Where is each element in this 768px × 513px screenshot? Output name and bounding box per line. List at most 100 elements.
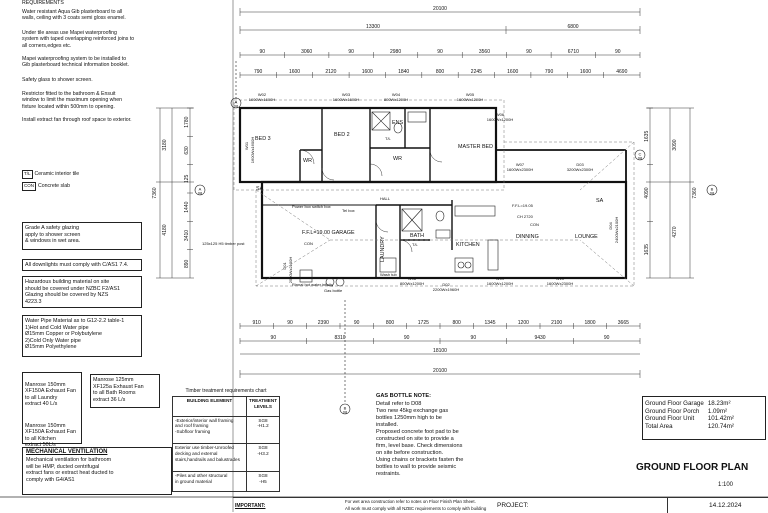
window-size: 1600Wx1600H [250,137,255,164]
note-restrictor: Restrictor fitted to the bathroom & Ensu… [22,91,123,110]
dim-bottom-chain-value: 2100 [551,320,562,326]
room-bed3: BED 3 [255,136,271,142]
sheet-date: 14.12.2024 [709,502,742,509]
building-walls [238,106,628,280]
window-size: 1600Wx1200H [487,281,514,286]
dim-right-3: 7360 [692,187,698,198]
project-label: PROJECT: [497,502,529,509]
smoke-alarm-1: SA [256,186,264,192]
section-c-right [634,149,646,161]
mech-vent-body: Mechanical ventilation for bathroom will… [26,457,114,483]
window-tag: W02 [258,92,267,97]
section-sheet: 08 [343,410,348,415]
wash-tub-label: Wash tub [380,272,398,277]
dim-top-chain-value: 4690 [616,69,627,75]
plan-scale: 1:100 [718,482,734,488]
dim-bottom-sub: 18100 [433,348,447,354]
dim-left-2: 7360 [152,187,158,198]
vanity-bath [435,229,451,239]
dim-top-chain-value: 1600 [507,69,518,75]
window-tag: W07 [516,162,525,167]
title-strip: IMPORTANT: For wet area construction ref… [233,497,768,513]
dim-left-inner-value: 125 [184,174,190,183]
dim-right-inner-value: 1635 [644,244,650,255]
room-laundry: LAUNDRY [380,236,386,262]
manrose-kitchen: Manrose 150mm XF150A Exhaust Fan to all … [25,422,76,449]
dim-left-inner-value: 1440 [184,201,190,212]
dim-bottom-chain-2-value: 90 [471,335,477,341]
floor-tl-1: T/L [412,242,419,247]
section-a-left [194,184,206,196]
table-row: -Piles and other structural in ground ma… [171,471,280,492]
room-wr-1: WR [303,158,312,164]
window-tag: W04 [392,92,401,97]
note-manrose-laundry-kitchen: Manrose 150mm XF150A Exhaust Fan to all … [22,372,82,448]
plan-title: GROUND FLOOR PLAN [636,462,749,473]
roof-outline-dashed [233,99,635,287]
floor-tl-2: T/L [385,136,392,141]
dim-bottom-chain-2-value: 8310 [334,335,345,341]
window-tag: W09 [496,276,505,281]
window-tag: W08 [408,276,417,281]
room-bed2: BED 2 [334,132,350,138]
wet-area-note: For wet area construction refer to notes… [345,499,476,504]
shower-bath [401,208,423,232]
room-kitchen: KITCHEN [456,242,480,248]
ceiling-height: CH 2720 [517,214,534,219]
area-value: 101.42m² [707,415,734,423]
dim-bottom-chain-value: 1345 [484,320,495,326]
mechanical-ventilation-box: MECHANICAL VENTILATION Mechanical ventil… [22,447,172,495]
important-label: IMPORTANT: [235,503,266,509]
section-letter: B [344,406,347,411]
note-aqua-gib: Water resistant Aqua Gib plasterboard to… [22,9,126,22]
dim-left-3: 4180 [162,224,168,235]
dim-top-chain-2-value: 90 [259,49,265,55]
tel-box-label: Tel box [342,208,355,213]
section-sheet: 08 [638,156,643,161]
gas-bottle-2 [335,277,345,287]
dim-bottom-chain-value: 800 [386,320,395,326]
dim-right-inner-value: 1635 [644,131,650,142]
power-box-label: Power box switch box [292,204,331,209]
window-size: 1600Wx1200H [457,97,484,102]
door-swings [299,149,443,253]
table-row: Ground Floor Unit 101.42m² [643,415,736,423]
dim-bottom-overall: 20100 [433,368,447,374]
window-tag: W10 [556,276,565,281]
window-tag: W06 [496,112,505,117]
dim-top-chain-value: 790 [545,69,554,75]
dim-top-chain-2-value: 90 [348,49,354,55]
timber-cell: SG8 -H5 [246,471,280,492]
area-value: 18.23m² [707,400,731,407]
window-size: 2500Wx2100H [288,257,293,284]
dim-bottom-chain-2-value: 90 [404,335,410,341]
rinnai-label: Rinnai hot water infinity [292,282,333,287]
note-extract-fan: Install extract fan through roof space t… [22,117,132,123]
timber-header-element: BUILDING ELEMENT [171,396,248,417]
timber-cell: -Exterior/interior wall framing and roof… [171,415,248,445]
window-size: 800Wx1200H [384,97,408,102]
area-label: Ground Floor Unit [645,415,695,423]
dim-top-chain-2-value: 3060 [301,49,312,55]
dim-bottom-chain-2-value: 9430 [534,335,545,341]
timber-cell: SG8 -H1.2 [246,415,280,445]
section-sheet: 08 [198,191,203,196]
timber-post-label: 125x125 H5 timber post [202,241,245,246]
table-row: Exterior use timber-Unroofed decking and… [171,443,280,473]
window-size: 2400Wx2100H [614,217,619,244]
area-value: 120.74m² [707,422,734,430]
legend-label-con: Concrete slab [38,183,71,190]
window-size: 1600Wx2300H [507,167,534,172]
section-letter: B [711,187,714,192]
dim-top-chain-2-value: 2980 [390,49,401,55]
area-label: Ground Floor Garage [645,400,704,407]
dim-right-1: 3090 [672,139,678,150]
room-lounge: LOUNGE [575,234,598,240]
dim-left-inner-value: 630 [184,146,190,155]
